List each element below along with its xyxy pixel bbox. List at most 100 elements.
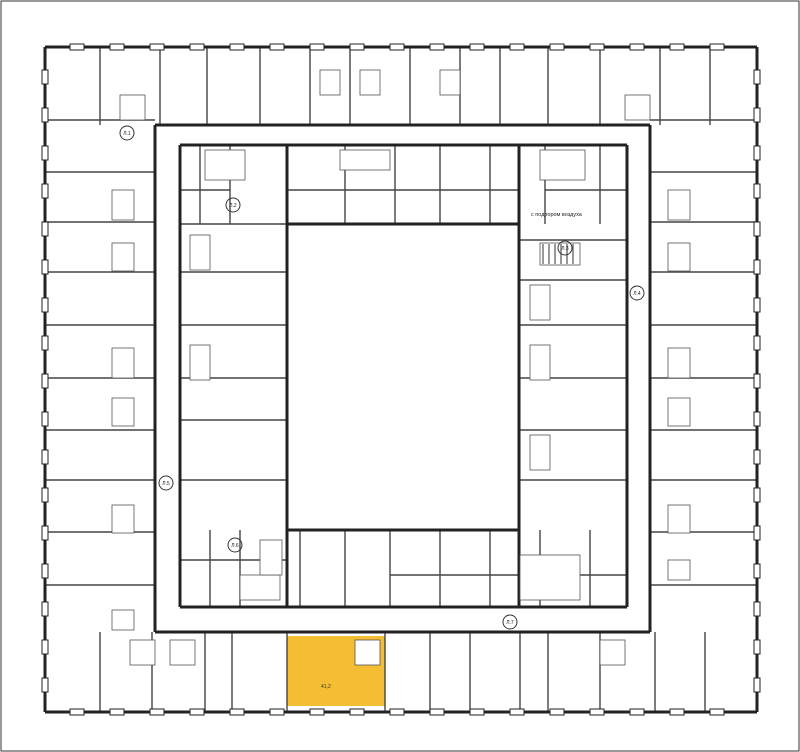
window [429, 43, 445, 51]
window [629, 708, 645, 716]
section-marker-label: Л.4 [633, 291, 641, 297]
window [509, 708, 525, 716]
section-marker [227, 537, 243, 553]
bathroom-fixture [667, 559, 691, 581]
window [753, 601, 761, 617]
section-marker-label: Л.1 [123, 131, 131, 137]
bathroom-fixture [129, 639, 156, 666]
window [109, 43, 125, 51]
window [41, 563, 49, 579]
window [41, 335, 49, 351]
window [41, 449, 49, 465]
bathroom-fixture [111, 347, 135, 379]
window [41, 639, 49, 655]
window [309, 43, 325, 51]
bathroom-fixture [119, 94, 146, 121]
bathroom-fixture [667, 189, 691, 221]
window [349, 43, 365, 51]
window [753, 259, 761, 275]
section-marker [158, 475, 174, 491]
window [549, 708, 565, 716]
bathroom-fixture [111, 397, 135, 427]
window [109, 708, 125, 716]
stair-note: с подпором воздуха [531, 212, 583, 218]
bathroom-fixture [111, 242, 135, 272]
window [753, 297, 761, 313]
window [469, 708, 485, 716]
section-marker-label: Л.5 [162, 481, 170, 487]
bathroom-fixture [359, 69, 381, 96]
window [69, 43, 85, 51]
window [41, 69, 49, 85]
bathroom-fixture [519, 554, 581, 601]
bathroom-fixture [204, 149, 246, 181]
window [753, 449, 761, 465]
window [753, 335, 761, 351]
section-marker-label: Л.3 [561, 246, 569, 252]
bathroom-fixture [111, 609, 135, 631]
window [269, 708, 285, 716]
window [41, 411, 49, 427]
window [41, 183, 49, 199]
window [229, 43, 245, 51]
window [549, 43, 565, 51]
window [629, 43, 645, 51]
window [709, 708, 725, 716]
bathroom-fixture [339, 149, 391, 171]
window [41, 221, 49, 237]
window [753, 183, 761, 199]
bathroom-fixture [539, 149, 586, 181]
section-marker-label: Л.2 [229, 203, 237, 209]
window [753, 145, 761, 161]
window [509, 43, 525, 51]
window [753, 525, 761, 541]
selected-apartment-area: 41,2 [321, 684, 331, 690]
window [41, 373, 49, 389]
window [753, 373, 761, 389]
window [41, 525, 49, 541]
window [753, 107, 761, 123]
section-marker-label: Л.7 [506, 620, 514, 626]
window [389, 708, 405, 716]
bathroom-fixture [354, 639, 381, 666]
window [589, 43, 605, 51]
window [753, 487, 761, 503]
window [69, 708, 85, 716]
window [269, 43, 285, 51]
window [41, 297, 49, 313]
section-marker [502, 614, 518, 630]
window [189, 43, 205, 51]
bathroom-fixture [439, 69, 461, 96]
window [753, 677, 761, 693]
section-marker-label: Л.6 [231, 543, 239, 549]
window [41, 487, 49, 503]
window [149, 43, 165, 51]
window [753, 411, 761, 427]
window [349, 708, 365, 716]
section-marker [557, 240, 573, 256]
window [229, 708, 245, 716]
window [309, 708, 325, 716]
window [753, 69, 761, 85]
bathroom-fixture [111, 504, 135, 534]
bathroom-fixture [319, 69, 341, 96]
window [669, 708, 685, 716]
window [469, 43, 485, 51]
section-marker [225, 197, 241, 213]
window [189, 708, 205, 716]
bathroom-fixture [667, 397, 691, 427]
bathroom-fixture [529, 344, 551, 381]
bathroom-fixture [529, 284, 551, 321]
window [753, 563, 761, 579]
window [429, 708, 445, 716]
window [669, 43, 685, 51]
window [41, 145, 49, 161]
window [753, 221, 761, 237]
window [149, 708, 165, 716]
window [709, 43, 725, 51]
bathroom-fixture [239, 574, 281, 601]
window [753, 639, 761, 655]
section-marker [119, 125, 135, 141]
bathroom-fixture [189, 234, 211, 271]
bathroom-fixture [667, 242, 691, 272]
